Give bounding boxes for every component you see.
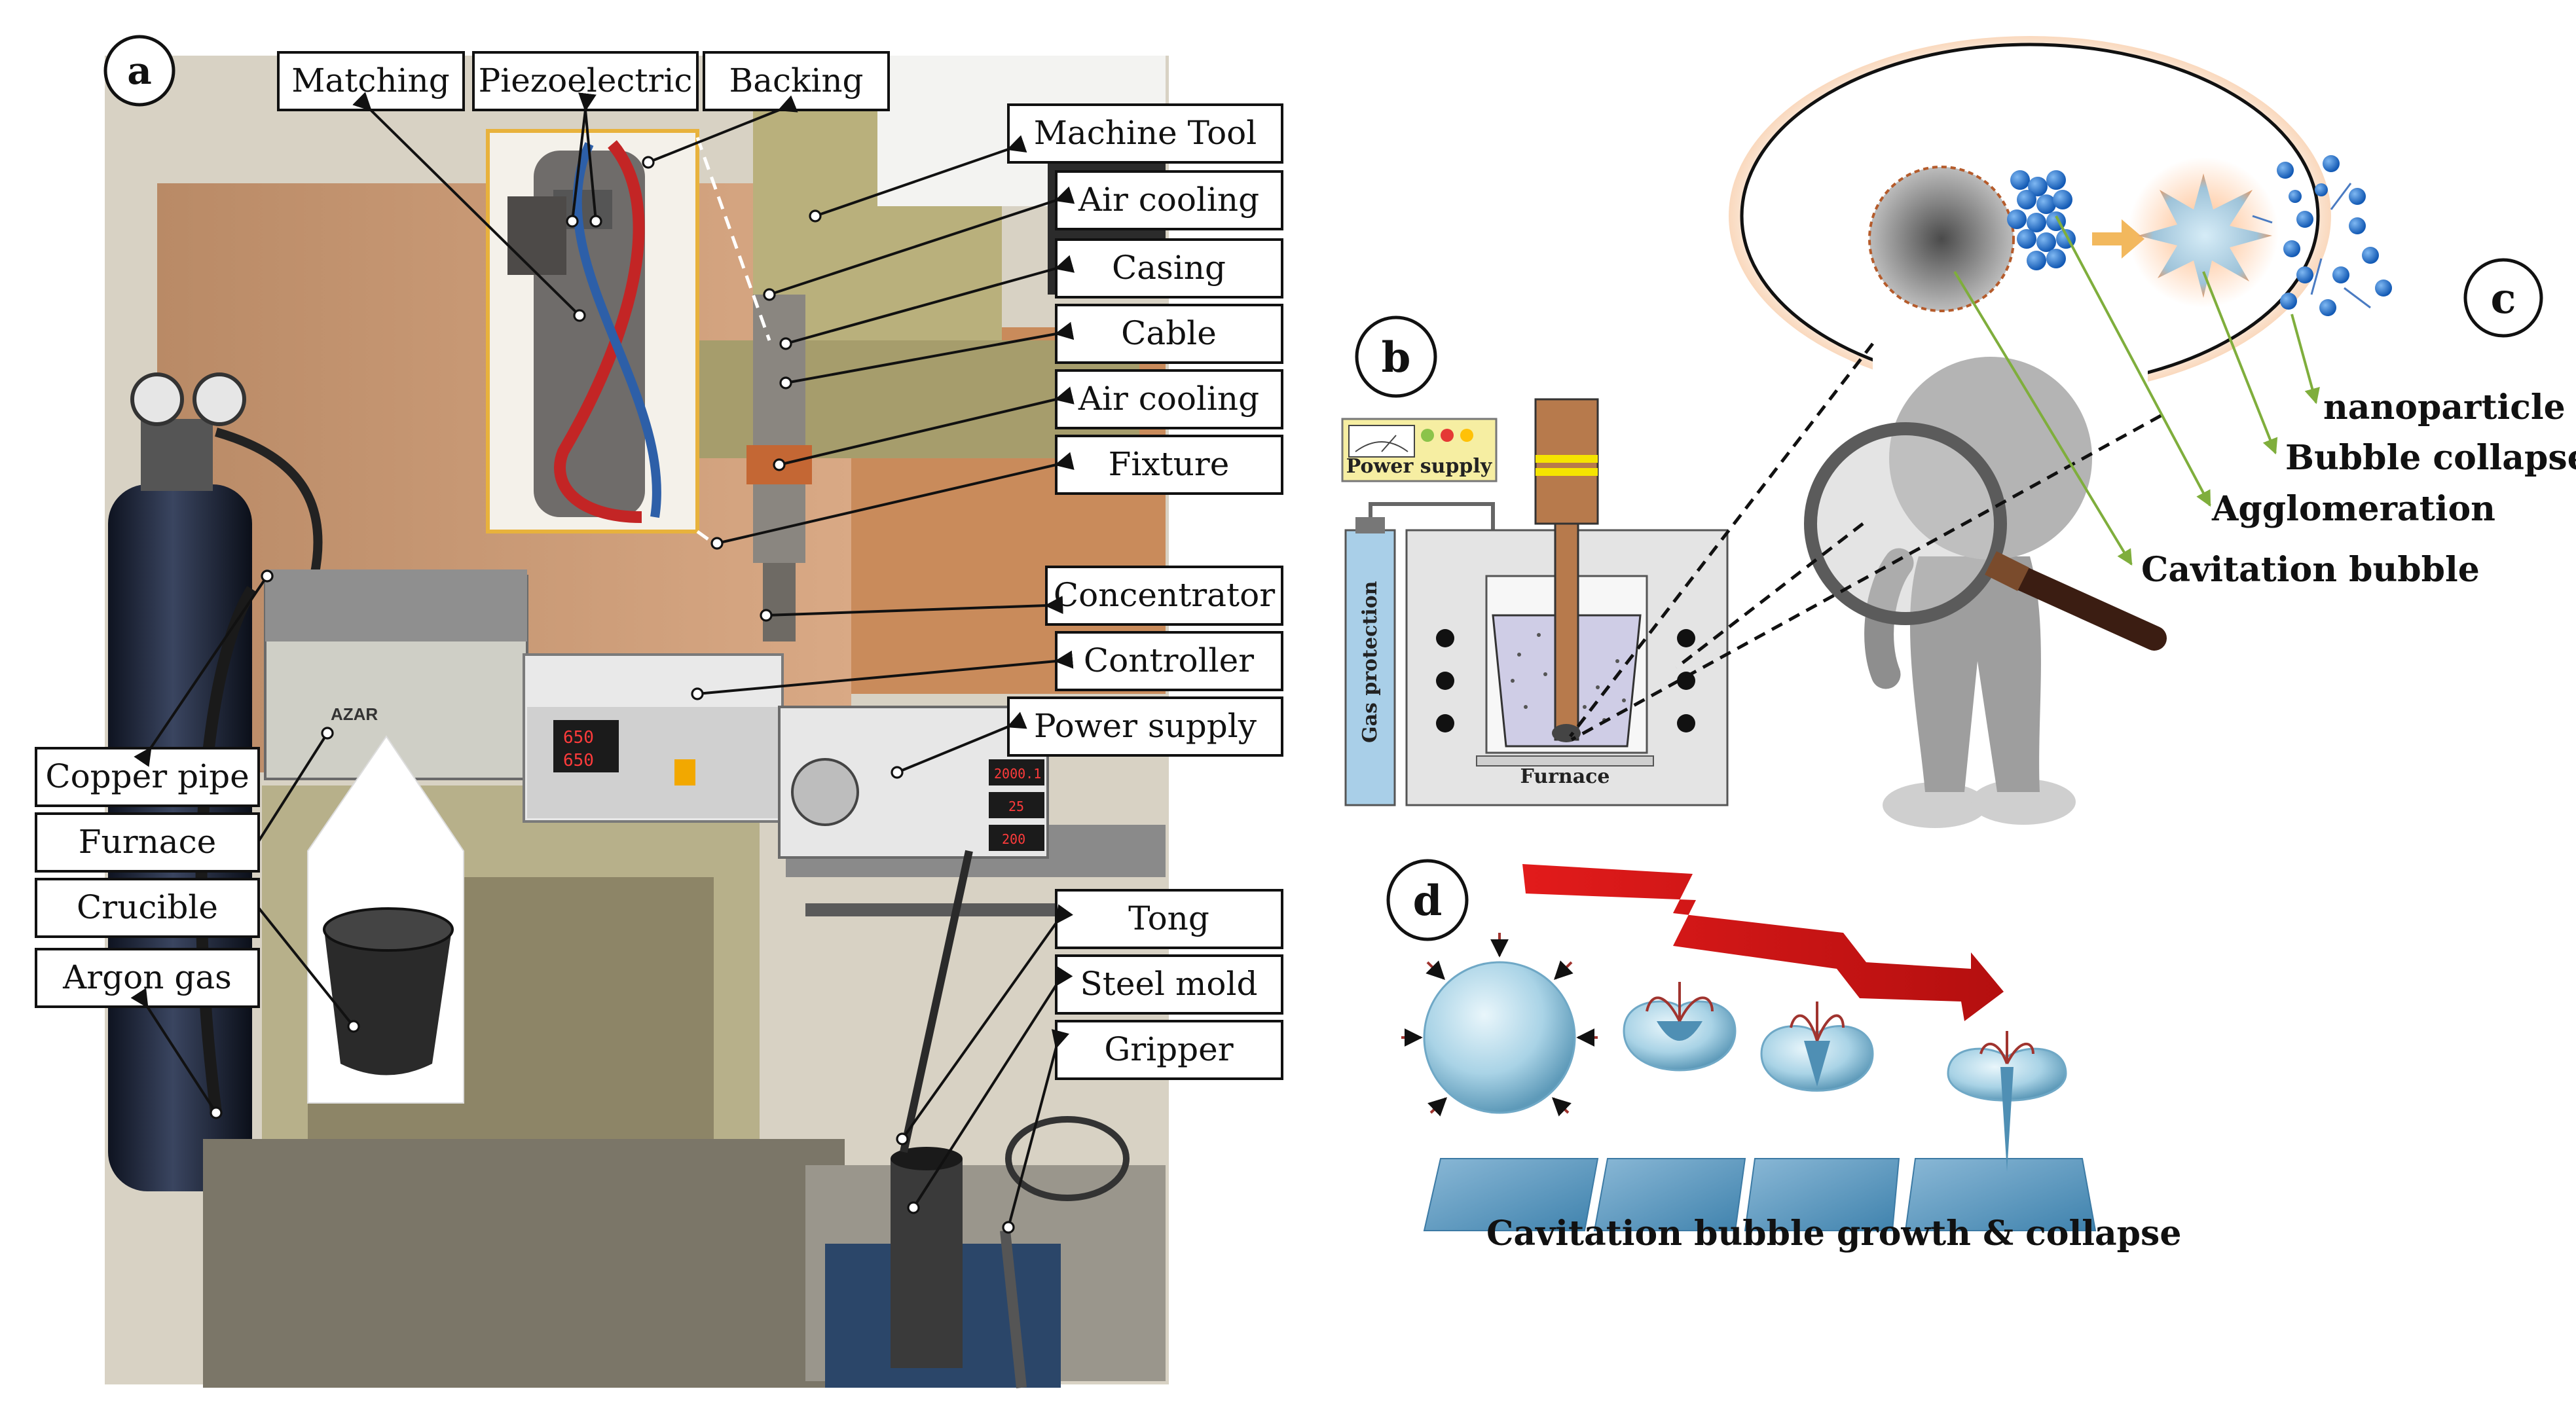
svg-text:Piezoelectric: Piezoelectric <box>479 62 693 99</box>
svg-text:Concentrator: Concentrator <box>1054 576 1275 614</box>
panel-d-caption: Cavitation bubble growth & collapse <box>1486 1214 2181 1254</box>
label-concentrator: Concentrator <box>1045 566 1283 626</box>
label-crucible: Crucible <box>35 878 260 938</box>
svg-text:Fixture: Fixture <box>1109 445 1230 483</box>
panel-b-letter: b <box>1382 333 1411 382</box>
svg-text:Copper pipe: Copper pipe <box>45 757 249 795</box>
label-argon-gas: Argon gas <box>35 948 260 1008</box>
controller-display-value-1: 650 <box>563 728 594 748</box>
panel-c-badge <box>2463 258 2543 338</box>
label-fixture: Fixture <box>1055 435 1283 495</box>
label-furnace: Furnace <box>35 812 260 873</box>
panel-d-letter: d <box>1413 876 1443 926</box>
svg-text:Crucible: Crucible <box>77 888 218 926</box>
power-supply-label: Power supply <box>1346 455 1493 478</box>
label-air-cooling-2: Air cooling <box>1055 369 1283 429</box>
label-nanoparticle: nanoparticle <box>2323 388 2566 427</box>
steel-mold <box>891 1159 963 1368</box>
controller-display <box>553 720 619 772</box>
label-air-cooling-1: Air cooling <box>1055 170 1283 230</box>
agglomeration-cluster <box>2007 170 2076 270</box>
bubble-stage-2 <box>1623 982 1737 1072</box>
panel-d: d <box>1386 859 2181 1254</box>
ultrasonic-casing <box>753 295 805 563</box>
label-steel-mold: Steel mold <box>1055 954 1283 1015</box>
gas-protection-cylinder <box>1344 529 1396 806</box>
label-controller: Controller <box>1055 631 1283 691</box>
power-display-3: 200 <box>1002 831 1025 847</box>
svg-text:Casing: Casing <box>1112 249 1226 287</box>
controller-display-value-2: 650 <box>563 751 594 770</box>
svg-text:Power supply: Power supply <box>1034 707 1257 745</box>
label-machine-tool: Machine Tool <box>1007 103 1283 164</box>
label-agglomeration: Agglomeration <box>2211 489 2495 529</box>
bubble-collapse-icon <box>2138 173 2272 298</box>
svg-text:Gripper: Gripper <box>1104 1030 1233 1068</box>
label-copper-pipe: Copper pipe <box>35 747 260 807</box>
label-backing: Backing <box>703 51 890 111</box>
svg-text:Tong: Tong <box>1128 899 1209 937</box>
svg-text:Controller: Controller <box>1084 641 1254 679</box>
bubble-stage-3 <box>1760 1002 1874 1092</box>
svg-text:Furnace: Furnace <box>79 823 216 861</box>
process-arrow-icon <box>1522 864 2004 1021</box>
label-power-supply: Power supply <box>1007 696 1283 757</box>
label-cavitation-bubble: Cavitation bubble <box>2141 550 2480 590</box>
panel-b-badge <box>1355 316 1437 398</box>
svg-text:Air cooling: Air cooling <box>1078 181 1259 219</box>
label-bubble-collapse: Bubble collapse <box>2285 438 2576 478</box>
furnace-label: Furnace <box>1520 765 1610 788</box>
bubble-stage-1 <box>1423 961 1576 1114</box>
svg-text:Machine Tool: Machine Tool <box>1034 114 1257 152</box>
crucible-icon <box>324 918 452 1075</box>
svg-text:Cable: Cable <box>1121 314 1217 352</box>
label-casing: Casing <box>1055 238 1283 298</box>
svg-text:Argon gas: Argon gas <box>62 958 232 996</box>
sonotrode-rod <box>1554 522 1579 741</box>
panel-c: c nanoparticle Bubble collapse <box>1569 36 2576 848</box>
panel-a: AZAR 650 650 2000.1 25 200 <box>35 35 1283 1388</box>
label-cable: Cable <box>1055 304 1283 364</box>
furnace-brand: AZAR <box>331 704 378 724</box>
panel-a-badge <box>103 35 175 107</box>
label-matching: Matching <box>277 51 465 111</box>
svg-text:Steel mold: Steel mold <box>1080 965 1258 1003</box>
label-tong: Tong <box>1055 889 1283 949</box>
power-display-1: 2000.1 <box>994 766 1041 782</box>
label-piezoelectric: Piezoelectric <box>472 51 699 111</box>
cavitation-bubble-icon <box>1868 166 2015 312</box>
magnifier-figure <box>1804 357 2167 848</box>
panel-c-letter: c <box>2491 274 2516 323</box>
gas-protection-label: Gas protection <box>1359 581 1382 743</box>
svg-text:Matching: Matching <box>291 62 450 99</box>
nanoparticle-scatter <box>2277 155 2392 316</box>
bubble-stage-4 <box>1947 1031 2067 1172</box>
panel-b: b Power supply Gas protection Furnace <box>1341 316 1729 806</box>
svg-text:Backing: Backing <box>729 62 863 99</box>
power-display-2: 25 <box>1008 799 1024 814</box>
svg-text:Air cooling: Air cooling <box>1078 380 1259 418</box>
panel-a-letter: a <box>127 48 152 93</box>
label-gripper: Gripper <box>1055 1020 1283 1080</box>
panel-d-badge <box>1386 859 1469 941</box>
